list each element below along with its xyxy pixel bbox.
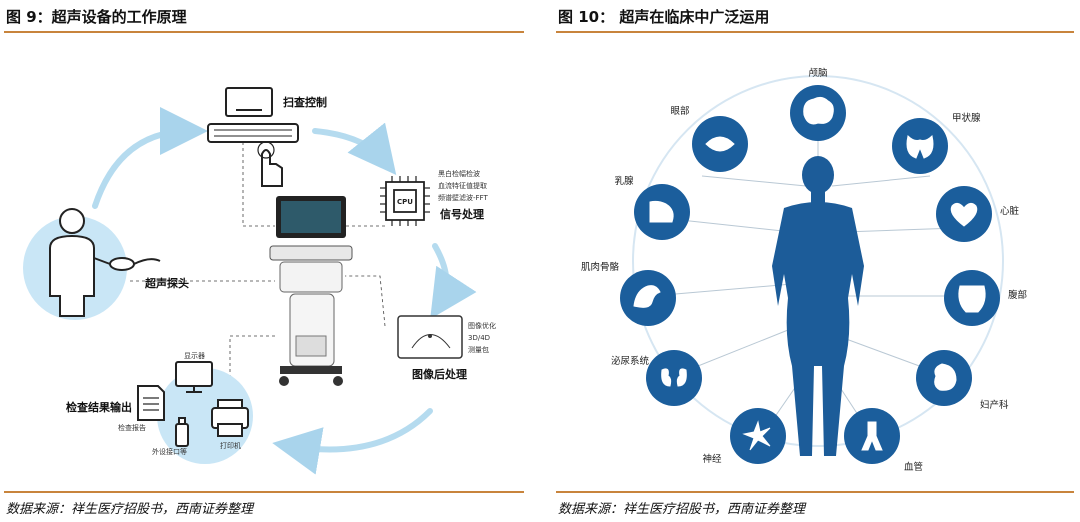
usb-label: 外设接口等 bbox=[152, 447, 187, 456]
kidney-icon bbox=[646, 350, 702, 406]
keyboard-monitor-icon bbox=[207, 87, 299, 143]
signal-detail-3: 频谱壁滤波-FFT bbox=[438, 193, 488, 202]
figure-10-title: 图 10： 超声在临床中广泛运用 bbox=[558, 8, 770, 26]
organ-badge-kidney: 泌尿系统 bbox=[611, 350, 702, 406]
cycle-arrows bbox=[92, 107, 477, 475]
output-node: 显示器 检查报告 外设接口等 打印机 检查结果输出 bbox=[66, 352, 253, 464]
report-label: 检查报告 bbox=[118, 423, 146, 432]
figure-10-panel: 图 10： 超声在临床中广泛运用 颅脑甲状腺心脏腹部妇产科血管 神经 泌尿系统 肌肉骨… bbox=[552, 0, 1080, 522]
blood-vessel-icon-glyph bbox=[861, 421, 883, 451]
organ-badge-neuron: 神经 bbox=[702, 408, 786, 465]
figure-9-panel: 图 9：超声设备的工作原理 bbox=[0, 0, 530, 522]
eye-icon-glyph bbox=[705, 136, 735, 152]
organ-badge-brain: 颅脑 bbox=[790, 67, 846, 141]
scan-control-label: 扫查控制 bbox=[283, 95, 327, 109]
post-processing-label: 图像后处理 bbox=[412, 367, 467, 381]
heart-icon-glyph bbox=[950, 202, 978, 227]
breast-icon-glyph bbox=[649, 200, 674, 223]
connector-lines bbox=[130, 136, 386, 396]
neuron-icon-glyph bbox=[742, 420, 771, 451]
figure-9-title: 图 9：超声设备的工作原理 bbox=[6, 8, 187, 26]
organ-label: 神经 bbox=[702, 453, 722, 465]
organ-badge-muscle: 肌肉骨骼 bbox=[581, 261, 676, 326]
organ-label: 眼部 bbox=[670, 105, 689, 117]
report-document-icon bbox=[137, 385, 165, 421]
figure-9-source: 数据来源：祥生医疗招股书，西南证券整理 bbox=[6, 502, 254, 517]
signal-detail-2: 血流特征值提取 bbox=[438, 181, 487, 190]
output-label: 检查结果输出 bbox=[66, 400, 132, 414]
kidney-icon-glyph bbox=[661, 368, 687, 387]
ultrasound-machine-icon bbox=[269, 196, 353, 386]
signal-processing-node: CPU 黑白检幅检波 血流特征值提取 频谱壁滤波-FFT 信号处理 bbox=[380, 169, 488, 226]
human-body-icon bbox=[772, 156, 864, 456]
person-probe-icon bbox=[49, 208, 161, 317]
organ-label: 乳腺 bbox=[614, 175, 634, 187]
organ-label: 肌肉骨骼 bbox=[581, 261, 620, 273]
signal-detail-1: 黑白检幅检波 bbox=[438, 169, 480, 178]
organ-label: 血管 bbox=[904, 461, 923, 473]
organ-label: 妇产科 bbox=[980, 399, 1009, 411]
outer-ring bbox=[632, 75, 1004, 447]
abdomen-icon-glyph bbox=[958, 285, 986, 313]
organ-badge-breast: 乳腺 bbox=[614, 175, 690, 240]
source-rule bbox=[556, 491, 1074, 493]
ultrasound-principle-diagram: 超声探头 扫查控制 bbox=[23, 87, 496, 475]
probe-node: 超声探头 bbox=[23, 208, 189, 320]
scan-control-node: 扫查控制 bbox=[207, 87, 327, 187]
organ-badge-heart: 心脏 bbox=[936, 186, 1020, 242]
organ-badge-fetus: 妇产科 bbox=[916, 350, 1009, 411]
organ-label: 腹部 bbox=[1008, 289, 1027, 301]
hand-pointer-icon bbox=[257, 141, 283, 187]
organ-label: 心脏 bbox=[1000, 205, 1020, 217]
post-processing-node: 图像优化 3D/4D 测量包 图像后处理 bbox=[397, 315, 496, 381]
organ-badge-abdomen: 腹部 bbox=[944, 270, 1027, 326]
monitor-icon bbox=[175, 361, 213, 393]
cpu-label: CPU bbox=[397, 198, 413, 206]
organ-badge-blood-vessel: 血管 bbox=[844, 408, 923, 473]
brain-icon-glyph bbox=[803, 96, 834, 125]
post-detail-1: 图像优化 bbox=[468, 321, 496, 330]
organ-label: 颅脑 bbox=[808, 67, 827, 79]
title-rule bbox=[556, 31, 1074, 33]
probe-label: 超声探头 bbox=[144, 276, 189, 290]
title-rule bbox=[4, 31, 524, 33]
organ-label: 泌尿系统 bbox=[611, 355, 650, 367]
source-rule bbox=[4, 491, 524, 493]
organ-badge-thyroid: 甲状腺 bbox=[892, 112, 981, 174]
thyroid-icon-glyph bbox=[906, 135, 934, 159]
printer-label: 打印机 bbox=[220, 441, 241, 450]
cpu-chip-icon bbox=[380, 176, 430, 226]
display-label: 显示器 bbox=[184, 352, 205, 360]
figure-10-source: 数据来源：祥生医疗招股书，西南证券整理 bbox=[558, 502, 806, 517]
post-detail-3: 测量包 bbox=[468, 345, 489, 354]
fetus-icon-glyph bbox=[934, 363, 957, 391]
signal-processing-label: 信号处理 bbox=[440, 207, 484, 221]
organ-label: 甲状腺 bbox=[952, 112, 981, 124]
post-detail-2: 3D/4D bbox=[468, 334, 490, 342]
printer-icon bbox=[211, 399, 249, 437]
usb-icon bbox=[175, 417, 189, 447]
organ-badge-eye: 眼部 bbox=[670, 105, 748, 172]
muscle-icon-glyph bbox=[633, 285, 661, 308]
